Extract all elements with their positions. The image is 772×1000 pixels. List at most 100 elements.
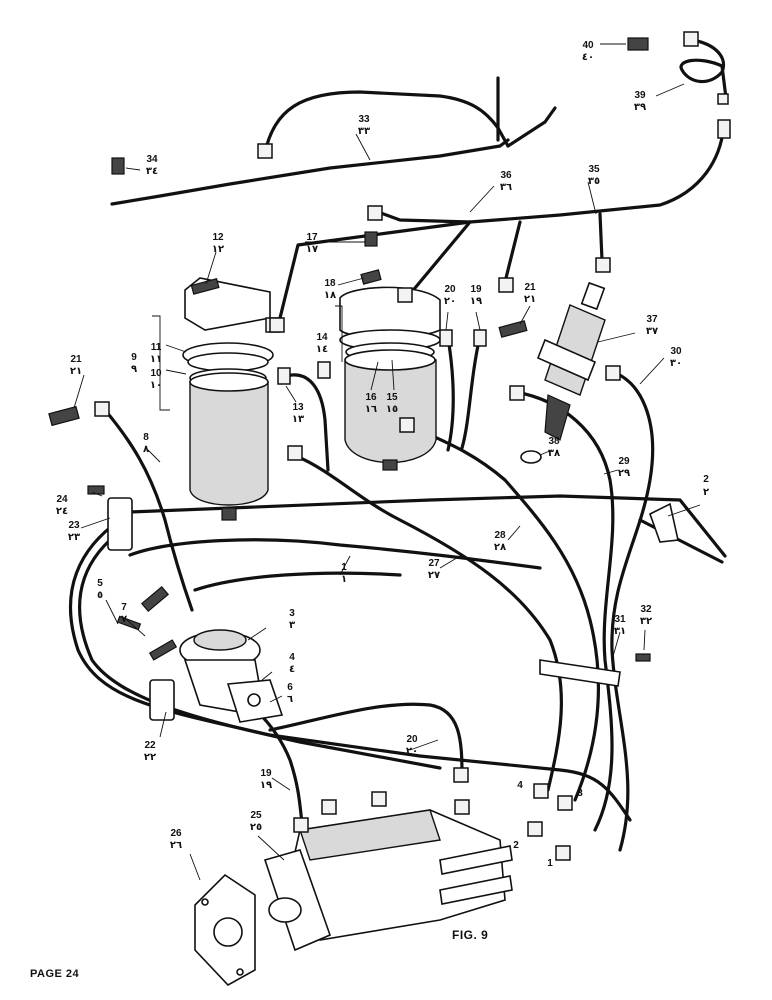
callout-15: 15 ١٥ [386,392,398,415]
fuel-filter-9 [182,277,281,521]
callout-36: 36 ٣٦ [500,170,512,193]
svg-text:٢٣: ٢٣ [68,532,80,543]
callout-23: 23 ٢٣ [68,520,80,543]
callout-labels: 1 ١ 2 ٢ 3 ٣ 4 ٤ 5 ٥ 6 ٦ 7 ٧ 8 ٨ [56,40,709,851]
callout-20-lower: 20 ٢٠ [406,734,418,757]
svg-text:٣٩: ٣٩ [634,102,646,113]
svg-text:26: 26 [170,828,182,839]
svg-text:13: 13 [292,402,304,413]
svg-text:28: 28 [494,530,506,541]
svg-text:٣٤: ٣٤ [146,166,158,177]
callout-1: 1 ١ [341,562,347,585]
leak-off-pipe-33 [110,138,510,206]
pipe-28 [404,422,601,802]
svg-text:٢١: ٢١ [70,366,82,377]
svg-text:٢٧: ٢٧ [428,570,440,581]
svg-text:١٩: ١٩ [260,780,272,791]
svg-text:14: 14 [316,332,328,343]
callout-34: 34 ٣٤ [146,154,158,177]
pipe-2 [638,518,724,564]
svg-text:٣٢: ٣٢ [640,616,652,627]
svg-text:٣: ٣ [289,620,295,631]
svg-text:38: 38 [548,436,560,447]
callout-9: 9 ٩ [131,352,137,375]
svg-text:٥: ٥ [97,590,103,601]
pipe-nuts [94,31,731,861]
svg-text:٣٨: ٣٨ [548,448,560,459]
svg-text:٢: ٢ [703,487,709,498]
callout-33: 33 ٣٣ [358,114,370,137]
pipe-numbers: 1 2 3 4 [513,780,583,869]
svg-text:٤٠: ٤٠ [582,52,594,63]
svg-text:22: 22 [144,740,156,751]
svg-text:32: 32 [640,604,652,615]
pipe-30 [610,370,655,852]
pipe-39 [679,38,728,100]
callout-21-left: 21 ٢١ [70,354,82,377]
svg-text:11: 11 [151,342,162,353]
svg-text:١٠: ١٠ [150,380,162,391]
svg-text:1: 1 [341,562,347,573]
svg-text:31: 31 [614,614,626,625]
injector-37 [536,281,606,441]
pipe-23-loop [118,494,727,558]
svg-text:6: 6 [287,682,293,693]
svg-text:9: 9 [131,352,137,363]
svg-text:15: 15 [386,392,398,403]
pipe-13 [284,373,330,472]
callout-22: 22 ٢٢ [144,740,156,763]
svg-text:٢٥: ٢٥ [250,822,262,833]
svg-text:٢٢: ٢٢ [144,752,156,763]
svg-text:٣١: ٣١ [614,626,626,637]
callout-18: 18 ١٨ [324,278,336,301]
svg-text:3: 3 [289,608,295,619]
svg-text:٢٠: ٢٠ [444,296,456,307]
svg-text:٢١: ٢١ [524,294,536,305]
fuel-filter-14 [339,286,441,471]
callout-25: 25 ٢٥ [250,810,262,833]
callout-10: 10 ١٠ [150,368,162,391]
callout-19-upper: 19 ١٩ [470,284,482,307]
callout-6: 6 ٦ [287,682,293,705]
svg-text:٩: ٩ [131,364,137,375]
svg-text:١: ١ [341,574,347,585]
svg-text:27: 27 [428,558,440,569]
svg-text:٢٦: ٢٦ [170,840,182,851]
callout-7: 7 ٧ [121,602,127,625]
hardware [48,37,679,721]
callout-24: 24 ٢٤ [56,494,68,517]
pipe-8 [103,408,194,612]
svg-text:٣٦: ٣٦ [500,182,512,193]
svg-text:4: 4 [289,652,295,663]
injection-pump-25 [263,791,513,952]
callout-17: 17 ١٧ [306,232,318,255]
pipe-35 [376,120,726,224]
callout-16: 16 ١٦ [365,392,377,415]
svg-text:35: 35 [588,164,600,175]
callout-19-lower: 19 ١٩ [260,768,272,791]
lift-pump-3 [179,629,284,723]
svg-text:١٣: ١٣ [292,414,304,425]
svg-text:39: 39 [634,90,646,101]
callout-5: 5 ٥ [97,578,103,601]
svg-text:12: 12 [212,232,224,243]
fuel-pipes [68,38,728,852]
svg-text:10: 10 [150,368,162,379]
svg-text:2: 2 [703,474,709,485]
svg-text:٤: ٤ [289,664,295,675]
svg-text:16: 16 [365,392,377,403]
svg-text:20: 20 [406,734,418,745]
svg-text:8: 8 [143,432,149,443]
svg-text:21: 21 [70,354,82,365]
svg-text:17: 17 [306,232,318,243]
callout-29: 29 ٢٩ [618,456,630,479]
svg-text:٧: ٧ [121,614,127,625]
svg-text:37: 37 [646,314,658,325]
svg-text:١٩: ١٩ [470,296,482,307]
callout-12: 12 ١٢ [212,232,224,255]
callout-2: 2 ٢ [703,474,709,498]
callout-26: 26 ٢٦ [170,828,182,851]
svg-text:٦: ٦ [287,694,293,705]
callout-30: 30 ٣٠ [670,346,682,369]
